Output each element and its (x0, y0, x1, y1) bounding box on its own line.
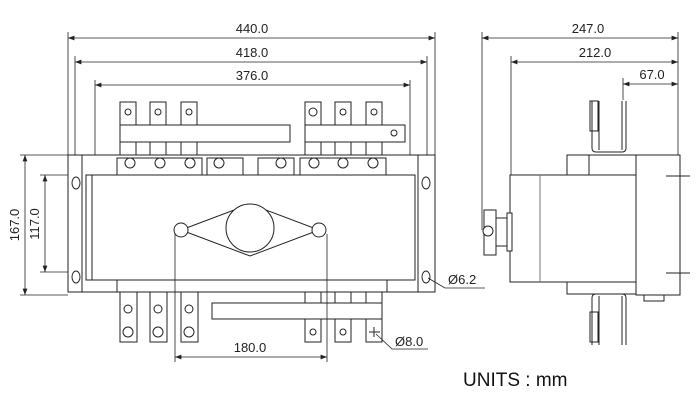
side-bottom-bracket (589, 293, 627, 345)
dim-label-376: 376.0 (236, 68, 269, 83)
side-view: 247.0 212.0 67.0 (481, 21, 690, 345)
dim-label-180: 180.0 (234, 340, 267, 355)
side-top-bracket (589, 100, 627, 153)
side-knob (482, 209, 513, 256)
leader-mount-hole (427, 277, 485, 289)
dim-label-418: 418.0 (236, 45, 269, 60)
label-terminal-hole: Ø8.0 (395, 334, 423, 349)
label-mount-hole: Ø6.2 (448, 272, 476, 287)
leader-terminal-hole (375, 333, 428, 350)
dim-label-247: 247.0 (572, 21, 605, 36)
front-view: 440.0 418.0 376.0 167.0 117.0 (7, 21, 485, 362)
handle (173, 203, 327, 257)
mount-holes (71, 176, 431, 284)
bottom-terminals (119, 291, 383, 343)
top-terminals (119, 101, 406, 158)
handle-hub (225, 203, 275, 253)
bottom-terminal-blocks (116, 279, 388, 293)
units-label: UNITS : mm (463, 370, 568, 391)
dim-label-117: 117.0 (27, 208, 42, 240)
dim-label-167: 167.0 (7, 209, 22, 242)
top-terminal-blocks (116, 157, 387, 176)
dim-label-440: 440.0 (236, 21, 269, 36)
side-body (509, 174, 638, 283)
dim-label-212: 212.0 (579, 45, 612, 60)
dim-label-67: 67.0 (639, 67, 664, 82)
